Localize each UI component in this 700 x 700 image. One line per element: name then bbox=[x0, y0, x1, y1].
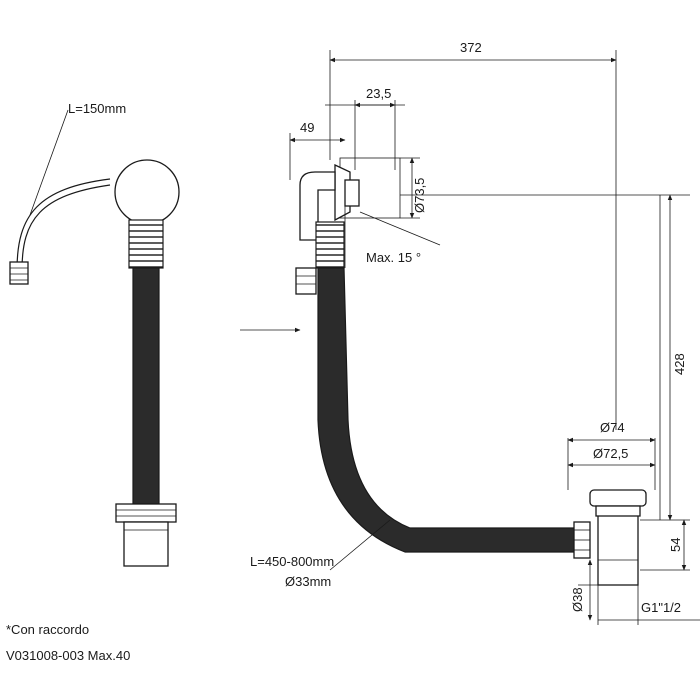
fitting-note: *Con raccordo bbox=[6, 622, 89, 637]
product-code: V031008-003 Max.40 bbox=[6, 648, 130, 663]
overflow-elbow bbox=[299, 171, 336, 241]
side-view: L=150mm bbox=[9, 101, 180, 567]
side-waste-body bbox=[123, 521, 169, 567]
side-vertical-hose bbox=[132, 267, 160, 505]
side-flex-hose bbox=[21, 184, 111, 271]
side-corrugated-collar bbox=[128, 219, 164, 269]
dim-width-label: 372 bbox=[460, 40, 482, 55]
dim-height-label: 428 bbox=[672, 353, 687, 375]
side-hose-length-label: L=150mm bbox=[68, 101, 126, 116]
main-corrugated-collar bbox=[315, 221, 345, 269]
main-flex-hose bbox=[317, 267, 577, 553]
notes: *Con raccordo V031008-003 Max.40 bbox=[6, 622, 130, 663]
hose-diameter-label: Ø33mm bbox=[285, 574, 331, 589]
side-overflow-head bbox=[114, 159, 180, 225]
side-waste-nut bbox=[115, 503, 177, 523]
dim-waste-height-label: 54 bbox=[668, 538, 683, 552]
hose-length-label: L=450-800mm bbox=[250, 554, 334, 569]
dim-overflow-offset-label: 49 bbox=[300, 120, 314, 135]
dim-overflow-depth-label: 23,5 bbox=[366, 86, 391, 101]
dim-waste-outer-label: Ø74 bbox=[600, 420, 625, 435]
dim-waste-inner-label: Ø72,5 bbox=[593, 446, 628, 461]
side-hose-leader bbox=[29, 109, 69, 216]
dim-waste-body-label: Ø38 bbox=[570, 587, 585, 612]
main-view: 372 23,5 49 Ø73,5 Max. 15 ° 428 bbox=[240, 40, 700, 625]
dim-thread-label: G1"1/2 bbox=[641, 600, 681, 615]
side-hose-connector bbox=[9, 261, 29, 285]
waste-body bbox=[597, 504, 639, 586]
main-hose-connector bbox=[295, 267, 317, 295]
dim-angle-label: Max. 15 ° bbox=[366, 250, 421, 265]
waste-cap bbox=[589, 489, 647, 507]
